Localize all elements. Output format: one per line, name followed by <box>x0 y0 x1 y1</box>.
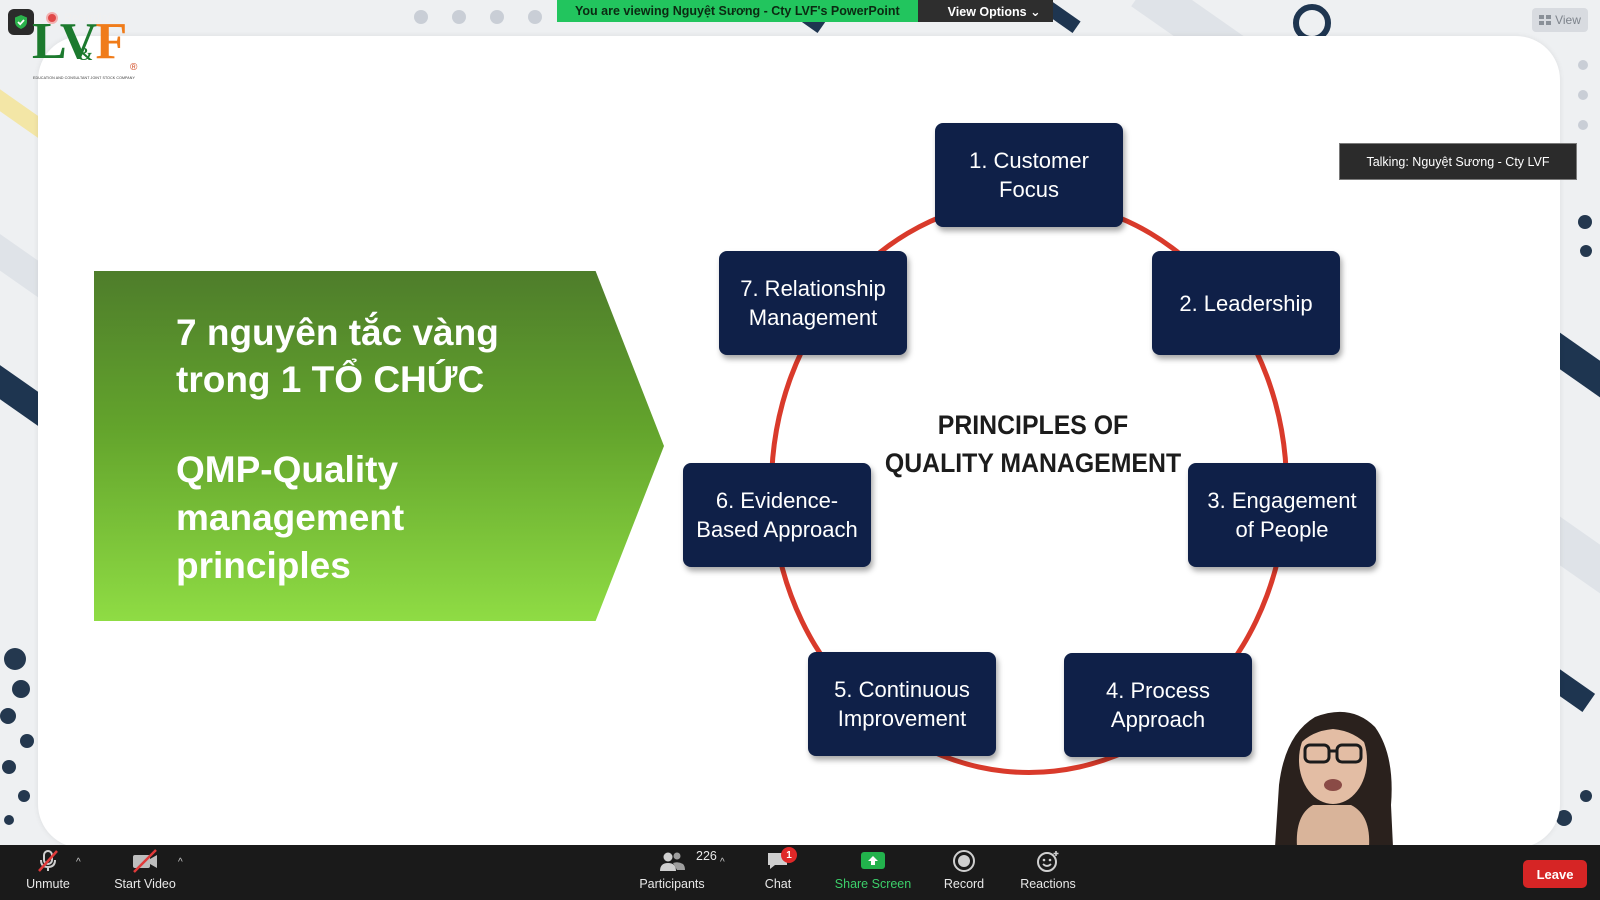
decor-dot <box>1578 60 1588 70</box>
principle-box-evidence-based: 6. Evidence-Based Approach <box>683 463 871 567</box>
principle-label: 1. Customer Focus <box>969 148 1089 202</box>
principle-box-leadership: 2. Leadership <box>1152 251 1340 355</box>
principle-label: 5. Continuous Improvement <box>834 677 970 731</box>
decor-dot <box>1556 810 1572 826</box>
leave-meeting-button[interactable]: Leave <box>1523 860 1587 888</box>
decor-dot <box>414 10 428 24</box>
slide-headline: 7 nguyên tắc vàng trong 1 TỔ CHỨC <box>176 309 596 403</box>
slide-subtitle-line2: management <box>176 497 405 538</box>
video-off-icon <box>130 845 160 877</box>
principle-box-customer-focus: 1. Customer Focus <box>935 123 1123 227</box>
meeting-toolbar: Unmute ^ Start Video ^ 226 Participants … <box>0 845 1600 900</box>
principle-box-process-approach: 4. Process Approach <box>1064 653 1252 757</box>
record-icon <box>952 845 976 877</box>
decor-dot <box>0 708 16 724</box>
decor-dot <box>452 10 466 24</box>
recording-label: Recording <box>64 12 115 24</box>
slide-subtitle: QMP-Quality management principles <box>176 446 596 590</box>
decor-dot <box>2 760 16 774</box>
principle-label: 3. Engagement of People <box>1207 488 1357 542</box>
participants-icon: 226 <box>658 845 717 877</box>
decor-dot <box>1578 120 1588 130</box>
decor-dot <box>4 815 14 825</box>
recording-indicator[interactable]: Recording <box>46 12 114 24</box>
share-screen-label: Share Screen <box>834 877 912 891</box>
video-options-caret-icon[interactable]: ^ <box>178 857 183 868</box>
center-title-line2: QUALITY MANAGEMENT <box>884 448 1182 478</box>
participants-label: Participants <box>639 877 705 891</box>
logo-wordmark: LVF <box>32 13 127 70</box>
chat-label: Chat <box>764 877 792 891</box>
start-video-button[interactable]: Start Video <box>110 845 180 900</box>
grid-icon <box>1539 15 1552 25</box>
shared-screen-background: 7 nguyên tắc vàng trong 1 TỔ CHỨC QMP-Qu… <box>0 0 1600 845</box>
logo-subtitle: EDUCATION AND CONSULTANT JOINT STOCK COM… <box>33 76 135 80</box>
viewing-banner: You are viewing Nguyệt Sương - Cty LVF's… <box>557 0 1053 22</box>
view-layout-button[interactable]: View <box>1532 8 1588 32</box>
view-button-label: View <box>1555 13 1581 27</box>
unmute-label: Unmute <box>26 877 70 891</box>
chat-icon: 1 <box>765 845 797 877</box>
diagram-center-title: PRINCIPLES OF QUALITY MANAGEMENT <box>877 406 1190 482</box>
decor-dot <box>490 10 504 24</box>
logo-ampersand: & <box>78 44 93 64</box>
unmute-button[interactable]: Unmute <box>22 845 74 900</box>
chat-button[interactable]: 1 Chat <box>760 845 797 900</box>
decor-dot <box>1580 790 1592 802</box>
decor-dot <box>1580 245 1592 257</box>
active-speaker-indicator: Talking: Nguyệt Sương - Cty LVF <box>1339 143 1577 180</box>
slide-subtitle-line1: QMP-Quality <box>176 449 399 490</box>
principle-label: 6. Evidence-Based Approach <box>696 488 858 542</box>
principle-box-relationship-management: 7. Relationship Management <box>719 251 907 355</box>
decor-dot <box>1578 90 1588 100</box>
presenter-video-image <box>1275 711 1393 847</box>
presentation-slide: 7 nguyên tắc vàng trong 1 TỔ CHỨC QMP-Qu… <box>38 36 1560 845</box>
decor-dot <box>528 10 542 24</box>
presenter-webcam <box>1255 665 1407 847</box>
participants-button[interactable]: 226 Participants <box>632 845 717 900</box>
audio-options-caret-icon[interactable]: ^ <box>76 857 81 868</box>
record-label: Record <box>943 877 985 891</box>
view-options-button[interactable]: View Options ⌄ <box>917 0 1053 22</box>
principle-label: 7. Relationship Management <box>740 276 886 330</box>
principle-box-engagement: 3. Engagement of People <box>1188 463 1376 567</box>
viewing-status-text: You are viewing Nguyệt Sương - Cty LVF's… <box>557 0 918 22</box>
principle-label: 2. Leadership <box>1179 290 1313 316</box>
decor-dot <box>12 680 30 698</box>
participants-caret-icon[interactable]: ^ <box>720 857 725 868</box>
logo-f: F <box>95 13 127 70</box>
security-shield-icon[interactable] <box>8 9 34 35</box>
muted-microphone-icon <box>35 845 61 877</box>
principle-label: 4. Process Approach <box>1106 678 1210 732</box>
center-title-line1: PRINCIPLES OF <box>937 410 1129 440</box>
share-screen-button[interactable]: Share Screen <box>832 845 914 900</box>
principle-box-continuous-improvement: 5. Continuous Improvement <box>808 652 996 756</box>
share-screen-icon <box>860 845 886 877</box>
reactions-smiley-icon <box>1035 845 1061 877</box>
reactions-button[interactable]: Reactions <box>1018 845 1078 900</box>
record-button[interactable]: Record <box>940 845 988 900</box>
slide-subtitle-line3: principles <box>176 545 351 586</box>
decor-dot <box>18 790 30 802</box>
participants-count: 226 <box>696 849 717 863</box>
logo-lv: LV <box>32 13 97 70</box>
logo-registered-mark: ® <box>130 62 138 73</box>
company-logo: LVF & ® EDUCATION AND CONSULTANT JOINT S… <box>32 14 144 86</box>
slide-headline-line1: 7 nguyên tắc vàng <box>176 312 499 353</box>
decor-dot <box>4 648 26 670</box>
slide-headline-line2: trong 1 TỔ CHỨC <box>176 359 485 400</box>
start-video-label: Start Video <box>114 877 176 891</box>
chat-unread-badge: 1 <box>781 847 797 863</box>
reactions-label: Reactions <box>1020 877 1076 891</box>
decor-dot <box>1578 215 1592 229</box>
title-arrow-panel: 7 nguyên tắc vàng trong 1 TỔ CHỨC QMP-Qu… <box>94 271 664 621</box>
recording-dot-icon <box>46 12 58 24</box>
decor-dot <box>20 734 34 748</box>
